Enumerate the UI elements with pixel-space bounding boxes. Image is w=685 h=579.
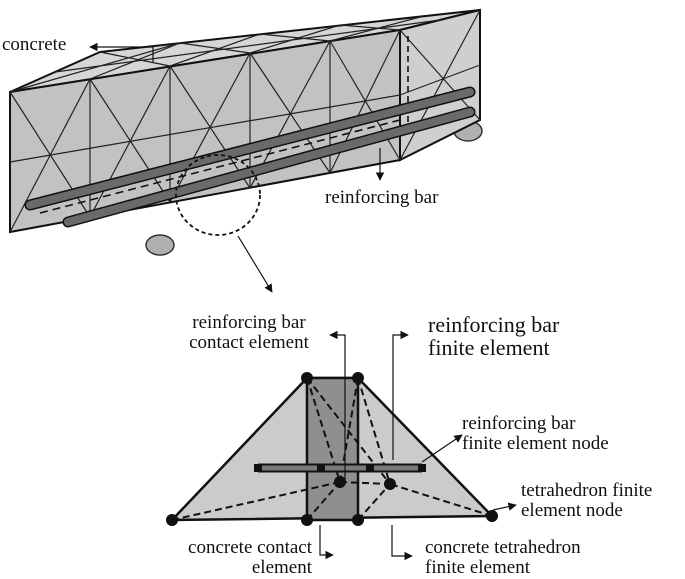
reinforcing-bars [24, 86, 476, 228]
label-concrete: concrete [2, 34, 67, 55]
label-tetra-fe-node: tetrahedron finite element node [521, 480, 653, 521]
bottom-leaders [319, 330, 517, 561]
top-leaders [89, 42, 385, 293]
label-concrete-contact-element: concrete contact element [188, 537, 312, 578]
label-rebar-fe-node: reinforcing bar finite element node [462, 413, 609, 454]
left-support [145, 234, 175, 256]
detail-circle [175, 154, 261, 236]
label-rebar-finite-element: reinforcing bar finite element [428, 312, 560, 361]
rebar-element [254, 463, 426, 473]
tetra-nodes [166, 372, 498, 526]
label-rebar-contact-element: reinforcing bar contact element [189, 312, 309, 353]
label-reinforcing-bar: reinforcing bar [325, 187, 439, 208]
concrete-beam [9, 8, 483, 256]
tetra-detail [166, 372, 498, 526]
label-concrete-tetra-fe: concrete tetrahedron finite element [425, 537, 581, 578]
